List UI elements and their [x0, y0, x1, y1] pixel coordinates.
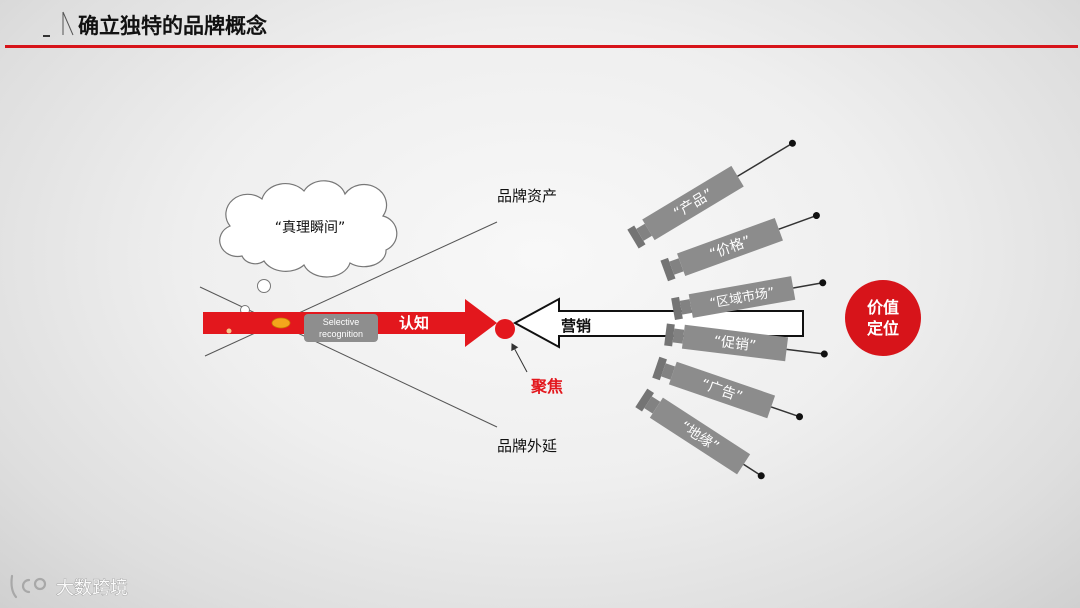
syringe-plunger-rod [661, 363, 676, 380]
syringe-needle-tip [812, 212, 820, 220]
brand-logo-icon [10, 574, 47, 599]
focus-spot-small [226, 328, 232, 334]
selective-recognition-line2: recognition [319, 329, 363, 339]
syringe-plunger-rod [636, 223, 653, 241]
selective-recognition-box [304, 314, 378, 342]
cognition-arrow-label: 认知 [399, 314, 429, 332]
syringe-plunger-rod [644, 396, 661, 414]
value-positioning-line1: 价值 [867, 298, 899, 317]
syringe-needle [737, 142, 793, 177]
syringe-needle-tip [796, 413, 804, 421]
focus-point [271, 317, 291, 329]
focus-pointer-arrow [511, 343, 528, 373]
value-positioning-circle [845, 280, 921, 356]
syringe-plunger-cap [664, 323, 675, 347]
syringe-needle-tip [757, 472, 765, 480]
syringe-plunger-cap [660, 257, 676, 282]
thought-cloud [219, 180, 398, 278]
syringe-barrel [681, 324, 789, 362]
syringe-plunger-cap [652, 356, 667, 381]
syringe-barrel [642, 165, 744, 241]
syringe-plunger-rod [669, 258, 684, 275]
brand-extension-label: 品牌外延 [497, 437, 557, 455]
syringe-promotion: “促销” [664, 323, 828, 362]
syringe-needle [786, 348, 825, 355]
focus-label: 聚焦 [530, 377, 563, 396]
syringe-barrel [649, 397, 751, 475]
page-title: 确立独特的品牌概念 [78, 14, 267, 38]
syringe-barrel [668, 361, 776, 419]
syringe-plunger-rod [672, 328, 685, 344]
syringe-barrel [688, 276, 796, 318]
syringe-needle-tip [819, 279, 827, 287]
syringe-plunger-cap [627, 225, 646, 249]
title-underline [5, 45, 1078, 48]
title-decoration-icon [43, 11, 74, 37]
syringe-needle [770, 406, 800, 418]
syringe-needle-tip [788, 139, 796, 147]
marketing-arrow-label: 营销 [561, 317, 591, 335]
syringe-needle-tip [820, 350, 828, 358]
thought-bubble-large [257, 279, 271, 293]
selective-recognition-line1: Selective [323, 317, 360, 327]
footer-brand-name: 大数跨境 [56, 578, 128, 599]
brand-asset-label: 品牌资产 [497, 187, 557, 205]
syringe-needle [778, 214, 817, 230]
value-positioning-line2: 定位 [866, 319, 899, 338]
syringe-regional-market: “区域市场” [671, 276, 827, 320]
syringe-barrel [677, 217, 783, 277]
syringe-needle [793, 282, 823, 289]
focus-circle [495, 319, 515, 339]
syringe-plunger-cap [671, 296, 683, 320]
syringe-plunger-rod [679, 299, 693, 315]
cloud-text: “真理瞬间” [275, 220, 346, 236]
syringe-label: “促销” [713, 333, 757, 354]
syringe-plunger-cap [635, 388, 654, 412]
